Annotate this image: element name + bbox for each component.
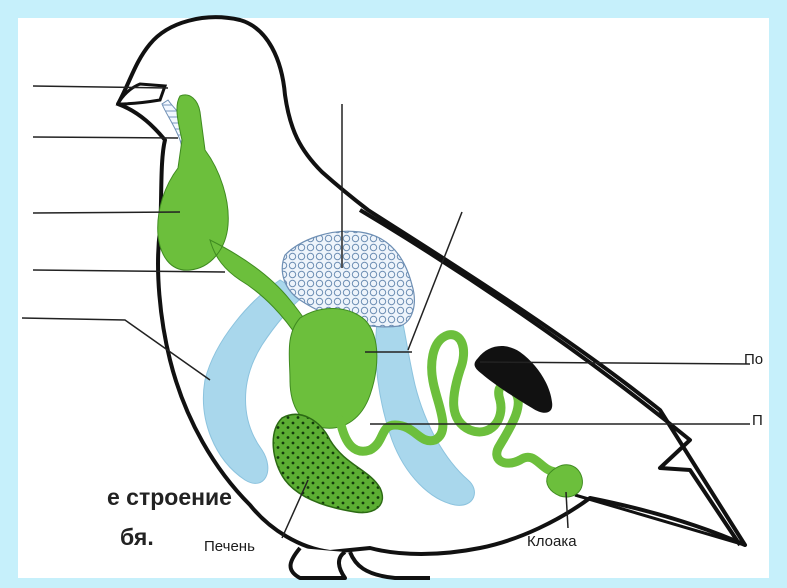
label-right-top: По: [744, 351, 763, 368]
label-liver: Печень: [204, 538, 255, 555]
caption-line-2: бя.: [120, 524, 154, 551]
label-cloaca: Клоака: [527, 533, 577, 550]
label-right-bottom: П: [752, 412, 763, 429]
caption-line-1: е строение: [107, 484, 232, 511]
